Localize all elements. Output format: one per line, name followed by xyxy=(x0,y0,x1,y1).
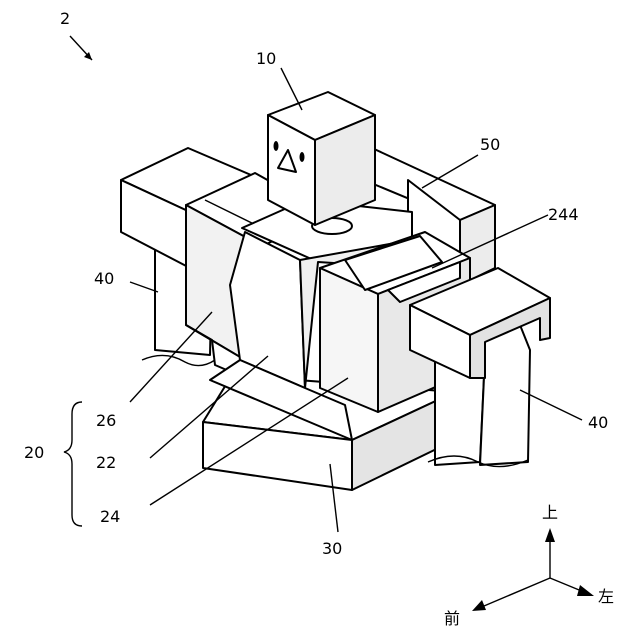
right-arm-40 xyxy=(409,267,551,468)
label-head: 10 xyxy=(256,49,276,68)
axis-label-left: 左 xyxy=(598,587,614,606)
arrow-front-icon xyxy=(472,600,486,611)
label-base: 30 xyxy=(322,539,342,558)
head-eye-left-icon xyxy=(273,141,279,151)
label-left-block: 26 xyxy=(96,411,116,430)
label-body-assembly: 20 xyxy=(24,443,44,462)
label-arm-left: 40 xyxy=(94,269,114,288)
axis-label-front: 前 xyxy=(444,609,460,628)
arrow-left-icon xyxy=(577,585,594,596)
axis-label-up: 上 xyxy=(542,503,558,522)
label-upper-plate: 244 xyxy=(548,205,579,224)
label-figure: 2 xyxy=(60,9,70,28)
brace-20 xyxy=(63,401,83,527)
leader-lines xyxy=(69,35,583,533)
head-10 xyxy=(267,91,376,235)
label-back-unit: 50 xyxy=(480,135,500,154)
head-eye-right-icon xyxy=(299,152,305,162)
label-center-block: 22 xyxy=(96,453,116,472)
direction-axes xyxy=(472,528,594,611)
label-right-block: 24 xyxy=(100,507,120,526)
label-arm-right: 40 xyxy=(588,413,608,432)
head-nose-icon xyxy=(277,149,297,173)
arrow-up-icon xyxy=(545,528,555,542)
